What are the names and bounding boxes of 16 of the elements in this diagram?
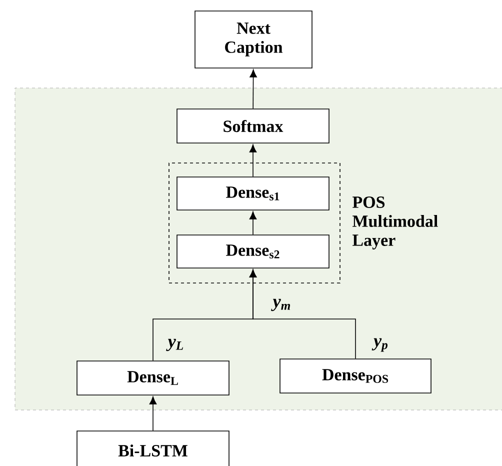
edge-label: y$_{L}$ (166, 338, 184, 352)
arrow (249, 211, 257, 235)
layer-box: Bi-LSTM (76, 430, 230, 466)
arrow (249, 144, 257, 177)
arrow (149, 396, 157, 431)
signal-label: y$_{m}$ (271, 298, 290, 312)
layer-box: Dense$_{s1}$ (176, 176, 330, 210)
layer-box: Dense$_{s2}$ (176, 234, 330, 268)
arrow (249, 269, 356, 359)
layer-box: Softmax (176, 108, 330, 144)
layer-box: Next Caption (194, 10, 312, 68)
arrow (250, 69, 257, 109)
edge-label: y$_{p}$ (372, 338, 388, 352)
layer-box: Dense$_{POS}$ (280, 358, 432, 394)
group-label: POS Multimodal Layer (352, 196, 438, 250)
layer-box: Dense$_{L}$ (76, 360, 230, 396)
